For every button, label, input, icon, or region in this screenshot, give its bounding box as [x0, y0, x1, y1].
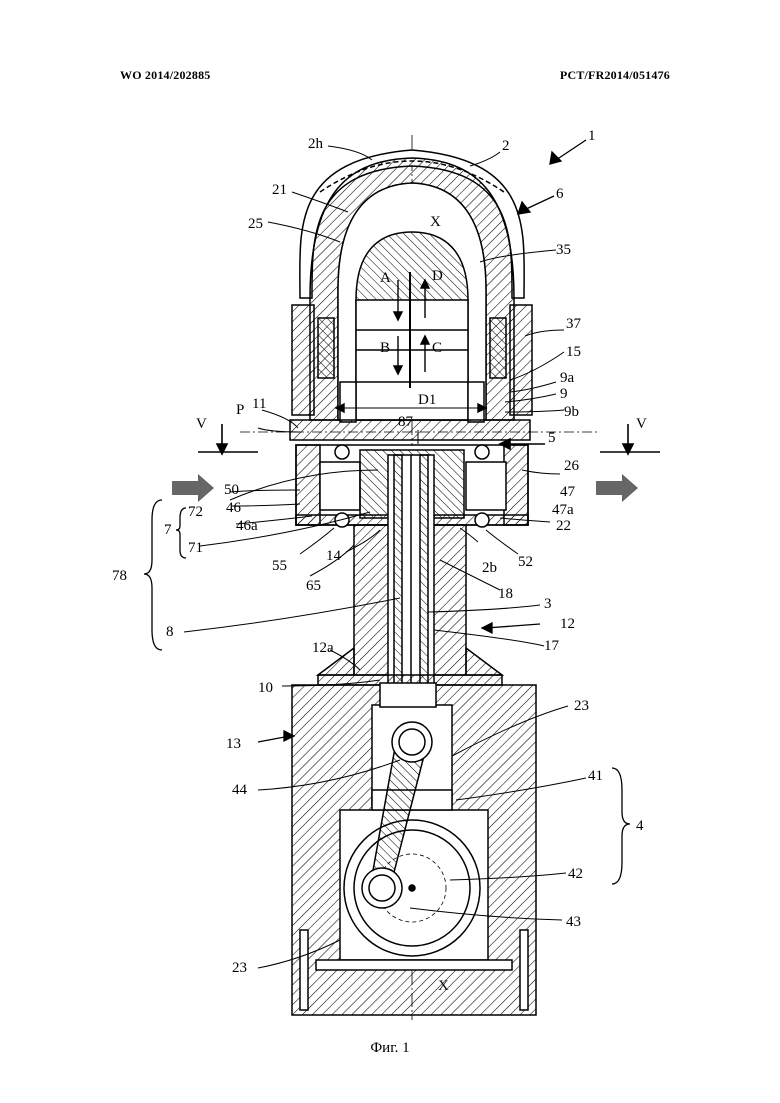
label-V-left: V — [196, 416, 207, 432]
figure-caption: Фиг. 1 — [370, 1040, 410, 1056]
label-43: 43 — [566, 914, 581, 930]
label-18: 18 — [498, 586, 513, 602]
label-2h: 2h — [308, 136, 324, 152]
label-B: B — [380, 340, 390, 356]
label-P: P — [236, 402, 244, 418]
label-13: 13 — [226, 736, 241, 752]
label-44: 44 — [232, 782, 248, 798]
label-78: 78 — [112, 568, 127, 584]
label-8: 8 — [166, 624, 174, 640]
label-D: D — [432, 268, 443, 284]
label-12: 12 — [560, 616, 575, 632]
label-A: A — [380, 270, 391, 286]
label-52: 52 — [518, 554, 533, 570]
label-10: 10 — [258, 680, 273, 696]
label-25: 25 — [248, 216, 263, 232]
label-37: 37 — [566, 316, 582, 332]
crankcase — [291, 682, 537, 1016]
label-5: 5 — [548, 430, 556, 446]
label-1: 1 — [588, 128, 596, 144]
outlet-arrow — [596, 474, 638, 502]
label-9a: 9a — [560, 370, 575, 386]
label-71: 71 — [188, 540, 203, 556]
label-42: 42 — [568, 866, 583, 882]
label-12a: 12a — [312, 640, 334, 656]
label-23-lower: 23 — [232, 960, 247, 976]
label-2: 2 — [502, 138, 510, 154]
guide-column — [315, 454, 505, 700]
brackets — [143, 499, 631, 885]
label-C: C — [432, 340, 442, 356]
label-41: 41 — [588, 768, 603, 784]
label-50: 50 — [224, 482, 239, 498]
label-9b: 9b — [564, 404, 579, 420]
label-X-bottom: X — [438, 978, 449, 994]
leader-arrows — [257, 139, 587, 743]
label-2b: 2b — [482, 560, 497, 576]
label-46a: 46a — [236, 518, 258, 534]
label-47a: 47a — [552, 502, 574, 518]
label-46: 46 — [226, 500, 242, 516]
label-87: 87 — [398, 414, 414, 430]
label-11: 11 — [252, 396, 266, 412]
section-markers — [198, 424, 660, 456]
application-number: PCT/FR2014/051476 — [559, 68, 670, 82]
label-D1: D1 — [418, 392, 436, 408]
label-72: 72 — [188, 504, 203, 520]
flow-arrows — [334, 272, 488, 414]
label-47: 47 — [560, 484, 576, 500]
label-26: 26 — [564, 458, 580, 474]
cylinder-head — [291, 149, 533, 423]
label-23-upper: 23 — [574, 698, 589, 714]
label-14: 14 — [326, 548, 342, 564]
label-9: 9 — [560, 386, 568, 402]
publication-number: WO 2014/202885 — [120, 68, 211, 82]
label-15: 15 — [566, 344, 581, 360]
label-3: 3 — [544, 596, 552, 612]
label-7: 7 — [164, 522, 172, 538]
inlet-arrow — [172, 474, 214, 502]
reference-labels: 1 2 2h 21 X 6 25 35 A D 37 B C 15 9a 11 … — [112, 128, 647, 994]
label-17: 17 — [544, 638, 560, 654]
leader-lines — [183, 145, 587, 969]
label-22: 22 — [556, 518, 571, 534]
label-6: 6 — [556, 186, 564, 202]
label-35: 35 — [556, 242, 571, 258]
label-65: 65 — [306, 578, 321, 594]
label-55: 55 — [272, 558, 287, 574]
label-21: 21 — [272, 182, 287, 198]
label-4: 4 — [636, 818, 644, 834]
label-X-top: X — [430, 214, 441, 230]
label-V-right: V — [636, 416, 647, 432]
